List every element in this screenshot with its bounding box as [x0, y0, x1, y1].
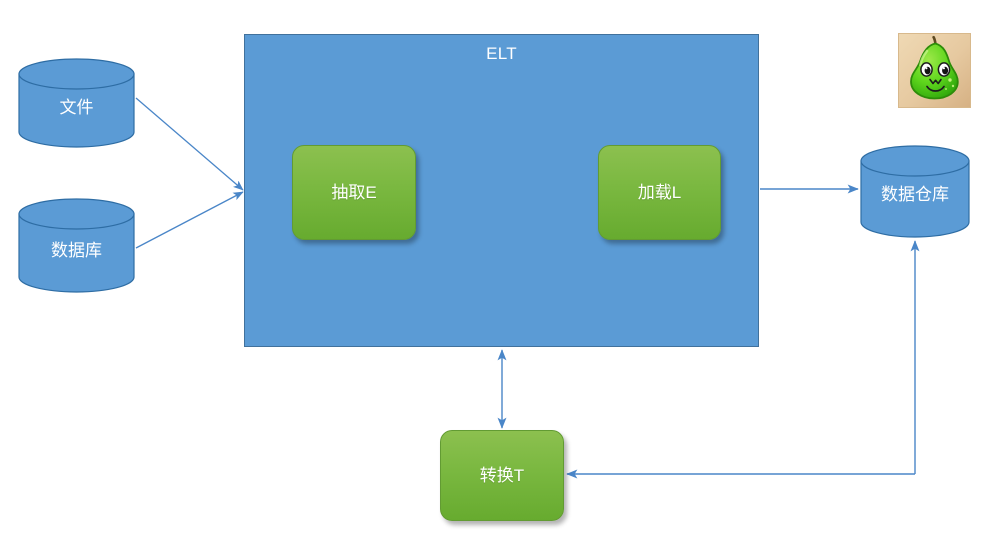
pear-icon — [899, 34, 970, 107]
file-cylinder-label: 文件 — [59, 98, 94, 117]
connector-file-to-elt — [135, 97, 244, 191]
extract-box-label: 抽取E — [331, 182, 377, 202]
datawarehouse-cylinder[interactable]: 数据仓库 — [860, 145, 970, 238]
datawarehouse-cylinder-shape — [860, 145, 970, 238]
load-box[interactable]: 加载L — [598, 145, 721, 240]
transform-box[interactable]: 转换T — [440, 430, 564, 521]
database-cylinder-label: 数据库 — [51, 241, 102, 260]
database-cylinder-shape — [18, 198, 135, 293]
extract-box[interactable]: 抽取E — [292, 145, 416, 240]
connector-database-to-elt — [135, 191, 244, 249]
database-cylinder[interactable]: 数据库 — [18, 198, 135, 293]
transform-box-label: 转换T — [479, 465, 525, 485]
datawarehouse-cylinder-label: 数据仓库 — [881, 185, 949, 204]
load-box-label: 加载L — [637, 182, 682, 202]
file-cylinder-shape — [18, 58, 135, 148]
elt-container-title: ELT — [486, 44, 517, 63]
file-cylinder[interactable]: 文件 — [18, 58, 135, 148]
pear-mascot-image[interactable] — [898, 33, 971, 108]
